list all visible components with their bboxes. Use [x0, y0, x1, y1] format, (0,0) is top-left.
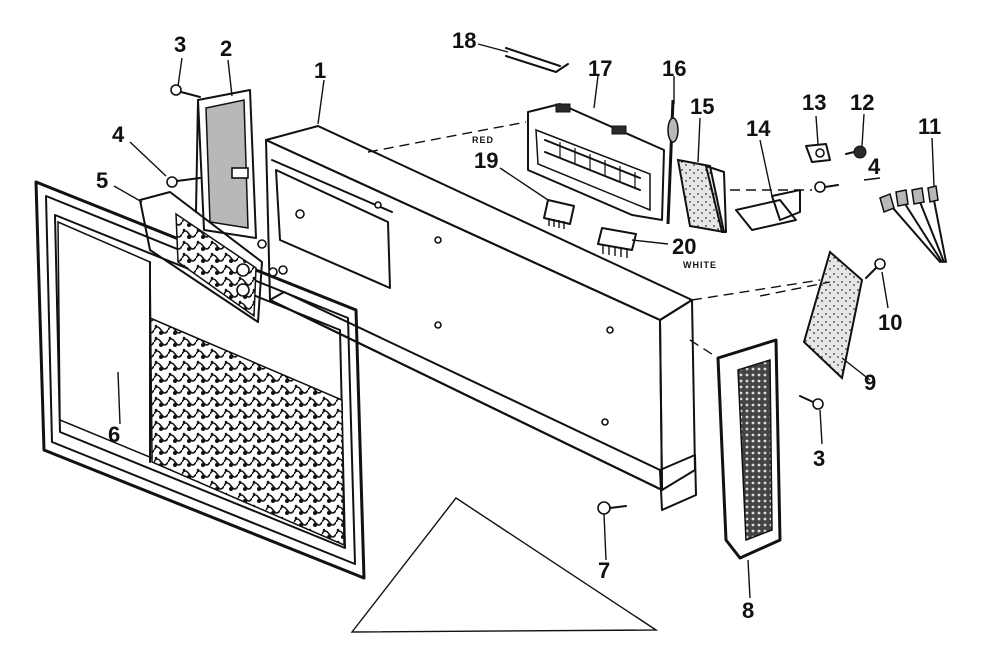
screw-part-4-right — [814, 181, 839, 193]
callout-4-right: 4 — [868, 154, 881, 179]
callout-11: 11 — [918, 114, 942, 139]
callout-5: 5 — [96, 168, 109, 193]
callout-2: 2 — [220, 36, 233, 61]
bracket-part-14 — [735, 189, 801, 231]
callout-20: 20 — [672, 234, 697, 259]
callout-6: 6 — [108, 422, 121, 447]
switch-housing-part-5 — [139, 191, 263, 323]
callout-8: 8 — [742, 598, 755, 623]
callout-13: 13 — [802, 90, 827, 115]
connector-white-part-20 — [597, 227, 637, 258]
end-bracket-part-2 — [195, 89, 257, 239]
callout-1: 1 — [314, 58, 327, 83]
callout-17: 17 — [588, 56, 613, 81]
screw-part-3-left — [170, 84, 201, 98]
callout-3-top: 3 — [174, 32, 187, 57]
probe-part-16 — [666, 99, 679, 225]
harness-part-11 — [879, 185, 947, 263]
callout-7: 7 — [598, 558, 611, 583]
board-part-15 — [676, 158, 727, 234]
callout-15: 15 — [690, 94, 715, 119]
clip-part-13 — [805, 143, 831, 163]
screw-part-7 — [597, 501, 627, 515]
connector-red-part-19 — [543, 199, 575, 229]
callout-19: 19 — [474, 148, 499, 173]
callout-9: 9 — [864, 370, 877, 395]
callout-18: 18 — [452, 28, 477, 53]
control-panel-part-1 — [265, 125, 697, 511]
screw-part-4-left — [166, 176, 201, 188]
callout-14: 14 — [746, 116, 771, 141]
control-module-part-17 — [527, 103, 665, 221]
callout-12: 12 — [850, 90, 875, 115]
wire-label-red: RED — [472, 135, 495, 145]
screw-part-12 — [845, 145, 867, 159]
reference-outline — [350, 497, 659, 633]
screw-part-10 — [865, 258, 886, 279]
callout-10: 10 — [878, 310, 903, 335]
callout-leaders — [113, 43, 935, 599]
callout-3-right: 3 — [813, 446, 826, 471]
clip-part-18 — [505, 47, 569, 73]
screw-set-panel — [257, 209, 305, 277]
callout-4-left: 4 — [112, 122, 125, 147]
cover-part-9 — [802, 250, 864, 380]
end-cap-part-8 — [716, 338, 782, 560]
screw-part-3-right — [799, 395, 824, 410]
callout-16: 16 — [662, 56, 687, 81]
wire-label-white: WHITE — [683, 260, 717, 270]
